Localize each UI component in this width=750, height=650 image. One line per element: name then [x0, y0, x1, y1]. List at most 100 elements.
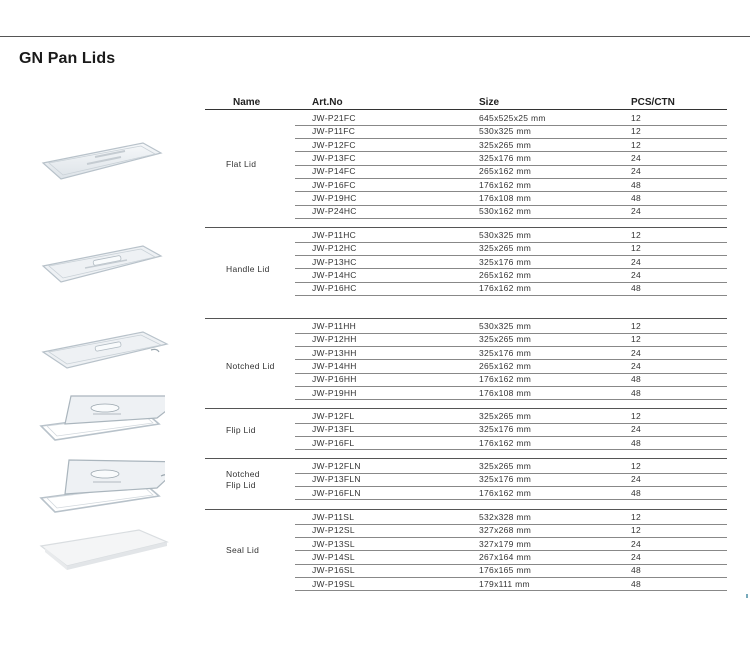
cell-art: JW-P24HC: [312, 206, 357, 217]
cell-art: JW-P11SL: [312, 512, 355, 522]
cell-art: JW-P13FC: [312, 152, 356, 163]
cell-pcs: 48: [631, 565, 642, 576]
group-divider: [205, 318, 727, 319]
cell-size: 325x265 mm: [479, 461, 532, 471]
header-name: Name: [233, 97, 261, 108]
row-divider: [295, 346, 727, 348]
cell-size: 176x162 mm: [479, 179, 532, 190]
row-divider: [295, 372, 727, 374]
cell-size: 176x162 mm: [479, 437, 532, 448]
cell-pcs: 12: [631, 321, 642, 331]
cell-art: JW-P13FLN: [312, 474, 361, 485]
header-size: Size: [479, 97, 500, 108]
cell-size: 179x111 mm: [479, 578, 530, 589]
cell-art: JW-P14HH: [312, 360, 357, 371]
cell-art: JW-P16HC: [312, 283, 357, 294]
page-title: GN Pan Lids: [19, 50, 116, 67]
cell-art: JW-P12SL: [312, 525, 355, 536]
cell-size: 265x162 mm: [479, 360, 532, 371]
row-divider: [295, 472, 727, 474]
cell-size: 267x164 mm: [479, 551, 532, 562]
cell-pcs: 48: [631, 487, 642, 498]
cell-pcs: 48: [631, 578, 642, 589]
cell-art: JW-P16HH: [312, 374, 357, 385]
cell-size: 532x328 mm: [479, 512, 532, 522]
cell-art: JW-P11FC: [312, 126, 356, 137]
handle-lid-image: [41, 245, 163, 283]
group-divider: [205, 227, 727, 228]
seal-lid-image: [39, 529, 169, 570]
top-rule: [0, 36, 750, 37]
cell-art: JW-P19HC: [312, 192, 357, 203]
header-art-no: Art.No: [312, 97, 343, 108]
cell-pcs: 48: [631, 179, 642, 190]
row-divider: [295, 523, 727, 525]
cell-pcs: 12: [631, 411, 642, 421]
cell-art: JW-P19SL: [312, 578, 355, 589]
row-divider: [295, 178, 727, 179]
cell-pcs: 48: [631, 283, 642, 294]
cell-pcs: 24: [631, 551, 642, 562]
cell-size: 176x162 mm: [479, 283, 532, 294]
cell-size: 325x265 mm: [479, 243, 532, 254]
cell-pcs: 48: [631, 387, 642, 398]
cell-size: 176x108 mm: [479, 192, 532, 203]
header-pcs-ctn: PCS/CTN: [631, 97, 675, 108]
cell-art: JW-P16SL: [312, 565, 355, 576]
cell-art: JW-P12HC: [312, 243, 357, 254]
cell-pcs: 24: [631, 474, 642, 485]
group-name: Notched Lid: [226, 361, 275, 371]
corner-mark: [746, 594, 748, 598]
cell-art: JW-P12FL: [312, 411, 355, 421]
cell-pcs: 24: [631, 269, 642, 280]
row-divider: [295, 332, 727, 334]
cell-pcs: 12: [631, 525, 642, 536]
cell-size: 530x325 mm: [479, 321, 532, 331]
group-name: Handle Lid: [226, 264, 270, 274]
cell-size: 327x268 mm: [479, 525, 532, 536]
cell-size: 530x325 mm: [479, 230, 532, 240]
cell-pcs: 24: [631, 538, 642, 549]
row-divider: [295, 436, 727, 438]
group-divider: [205, 458, 727, 459]
group-divider: [205, 408, 727, 409]
group-name: Notched: [226, 469, 260, 479]
row-divider: [295, 499, 727, 501]
row-divider: [295, 449, 727, 451]
cell-art: JW-P21FC: [312, 113, 356, 123]
cell-size: 325x265 mm: [479, 139, 532, 150]
cell-pcs: 24: [631, 347, 642, 358]
row-divider: [295, 191, 727, 193]
cell-art: JW-P12FLN: [312, 461, 361, 471]
cell-size: 265x162 mm: [479, 166, 532, 177]
row-divider: [295, 422, 727, 424]
cell-art: JW-P11HH: [312, 321, 357, 331]
cell-size: 530x162 mm: [479, 206, 532, 217]
cell-art: JW-P14HC: [312, 269, 357, 280]
cell-art: JW-P13SL: [312, 538, 355, 549]
cell-pcs: 24: [631, 166, 642, 177]
cell-art: JW-P13FL: [312, 424, 355, 435]
cell-pcs: 48: [631, 192, 642, 203]
cell-pcs: 12: [631, 334, 642, 345]
cell-size: 176x162 mm: [479, 487, 532, 498]
row-divider: [295, 577, 727, 578]
cell-art: JW-P12FC: [312, 139, 356, 150]
cell-pcs: 24: [631, 360, 642, 371]
row-divider: [295, 151, 727, 153]
notched-flip-lid-image: [39, 459, 165, 513]
row-divider: [295, 138, 727, 140]
cell-size: 327x179 mm: [479, 538, 532, 549]
cell-art: JW-P12HH: [312, 334, 357, 345]
cell-size: 325x176 mm: [479, 152, 532, 163]
notched-lid-image: [41, 331, 169, 369]
row-divider: [295, 164, 727, 166]
row-divider: [295, 241, 727, 243]
cell-pcs: 12: [631, 126, 642, 137]
cell-size: 325x176 mm: [479, 256, 532, 267]
row-divider: [295, 590, 727, 592]
row-divider: [295, 399, 727, 401]
cell-size: 325x176 mm: [479, 424, 532, 435]
cell-size: 530x325 mm: [479, 126, 532, 137]
row-divider: [295, 359, 727, 361]
